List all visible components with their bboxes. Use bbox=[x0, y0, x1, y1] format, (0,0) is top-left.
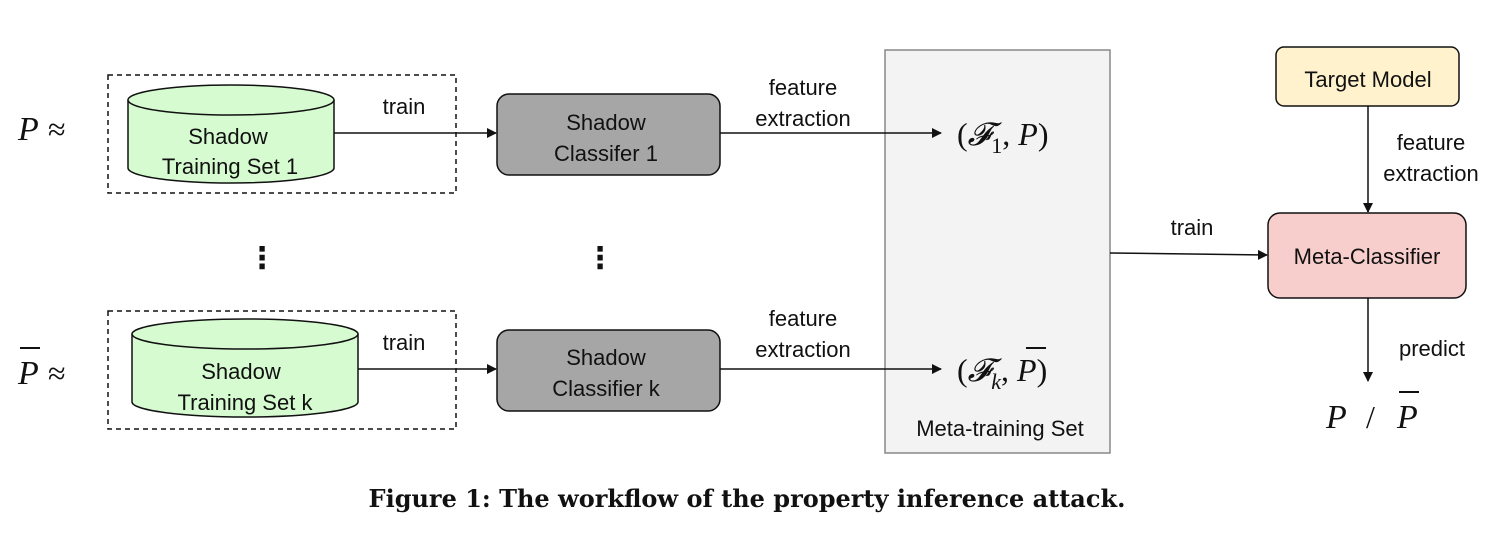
prediction-output: P / P bbox=[1325, 391, 1419, 436]
meta-classifier-box bbox=[1267, 212, 1467, 299]
classifier-label-line2: Classifer 1 bbox=[554, 141, 658, 166]
meta-training-set-box bbox=[884, 49, 1111, 454]
set-label-line2: Training Set k bbox=[178, 390, 314, 415]
paren-close: ) bbox=[1037, 352, 1048, 388]
property-symbol: P bbox=[1016, 352, 1037, 388]
edge-label-predict: predict bbox=[1399, 336, 1465, 361]
meta-classifier-label: Meta-Classifier bbox=[1294, 244, 1441, 269]
feature-subscript: 1 bbox=[991, 133, 1002, 158]
set-label-line1: Shadow bbox=[188, 124, 268, 149]
ellipsis-sets: ⋮ bbox=[247, 242, 277, 275]
separator: , bbox=[1002, 116, 1018, 152]
classifier-label-line2: Classifier k bbox=[552, 376, 661, 401]
meta-entry-top: (𝓕1, P) bbox=[957, 116, 1048, 158]
ellipsis-classifiers: ⋮ bbox=[585, 242, 615, 275]
meta-entry-bottom: (𝓕k, P) bbox=[957, 352, 1047, 394]
symbol-p-bar: P bbox=[17, 355, 39, 392]
edge-label-fe-top-line2: extraction bbox=[755, 106, 850, 131]
edge-label-fe-top-line1: feature bbox=[769, 75, 838, 100]
dashed-group-top bbox=[107, 74, 457, 194]
arrow-train-meta bbox=[1109, 249, 1268, 260]
feature-subscript: k bbox=[991, 369, 1002, 394]
edge-label-fe-bottom-line1: feature bbox=[769, 306, 838, 331]
edge-label-fe-target-line1: feature bbox=[1397, 130, 1466, 155]
paren-open: ( bbox=[957, 352, 968, 388]
label-pbar-approx-bottom: P ≈ bbox=[17, 347, 66, 392]
output-p: P bbox=[1325, 399, 1347, 436]
set-label-line2: Training Set 1 bbox=[162, 154, 298, 179]
meta-training-set-title: Meta-training Set bbox=[916, 416, 1084, 441]
shadow-classifier-1: Shadow Classifer 1 bbox=[496, 93, 721, 176]
approx-sign: ≈ bbox=[48, 355, 66, 391]
shadow-training-set-1: Shadow Training Set 1 bbox=[127, 84, 335, 184]
cylinder-body bbox=[131, 334, 359, 418]
paren-open: ( bbox=[957, 116, 968, 152]
edge-label-fe-target-line2: extraction bbox=[1383, 161, 1478, 186]
classifier-box bbox=[496, 93, 721, 176]
edge-label-train-top: train bbox=[383, 94, 426, 119]
output-p-bar: P bbox=[1396, 399, 1418, 436]
label-p-approx-top: P ≈ bbox=[17, 111, 66, 148]
classifier-box bbox=[496, 329, 721, 412]
set-label-line1: Shadow bbox=[201, 359, 281, 384]
cylinder-top bbox=[131, 318, 359, 350]
figure-caption: Figure 1: The workflow of the property i… bbox=[368, 484, 1126, 513]
classifier-label-line1: Shadow bbox=[566, 110, 646, 135]
shadow-training-set-k: Shadow Training Set k bbox=[131, 318, 359, 418]
shadow-classifier-k: Shadow Classifier k bbox=[496, 329, 721, 412]
paren-close: ) bbox=[1038, 116, 1049, 152]
symbol-p: P bbox=[17, 111, 39, 148]
separator: , bbox=[1001, 352, 1017, 388]
classifier-label-line1: Shadow bbox=[566, 345, 646, 370]
cylinder-top bbox=[127, 84, 335, 116]
edge-label-fe-bottom-line2: extraction bbox=[755, 337, 850, 362]
property-symbol: P bbox=[1017, 116, 1038, 152]
edge-label-train-meta: train bbox=[1171, 215, 1214, 240]
dashed-group-bottom bbox=[107, 310, 457, 430]
edge-label-train-bottom: train bbox=[383, 330, 426, 355]
output-slash: / bbox=[1366, 399, 1375, 435]
approx-sign: ≈ bbox=[48, 111, 66, 147]
target-model-label: Target Model bbox=[1304, 67, 1431, 92]
cylinder-body bbox=[127, 100, 335, 184]
